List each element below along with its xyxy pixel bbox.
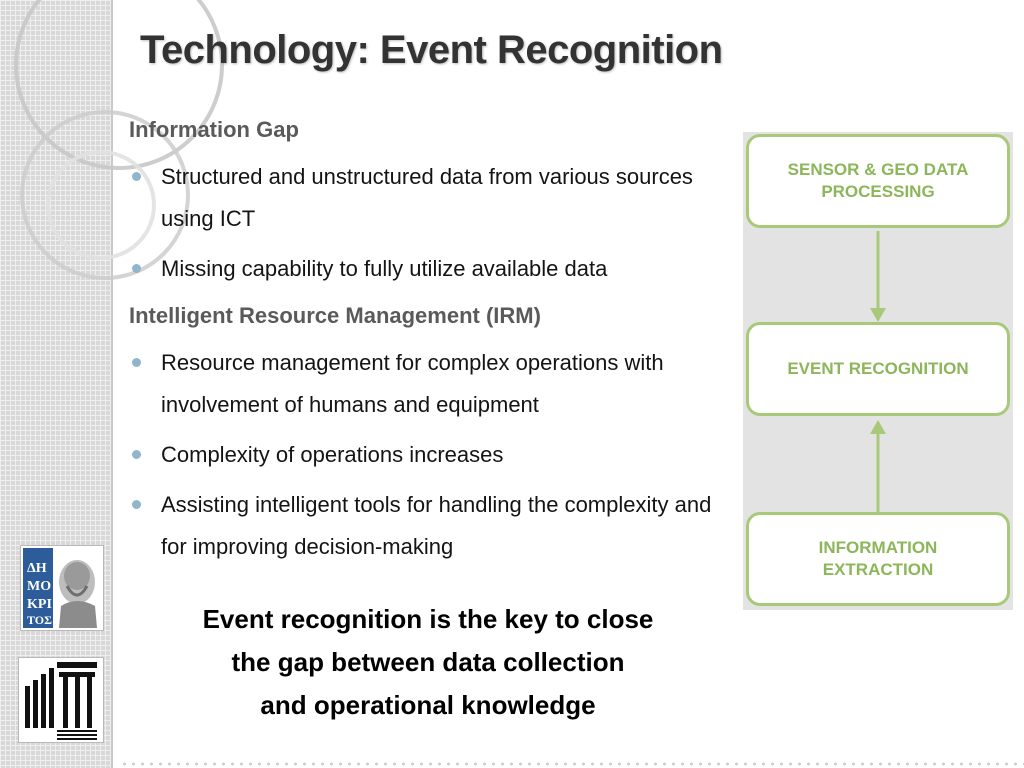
section-heading: Information Gap: [129, 117, 299, 142]
iit-logo: [18, 657, 104, 743]
svg-text:ΜΟ: ΜΟ: [27, 579, 51, 594]
conclusion-line: and operational knowledge: [260, 690, 596, 720]
information-extraction-box: INFORMATION EXTRACTION: [746, 512, 1010, 606]
bullet-item: Complexity of operations increases: [129, 434, 729, 476]
bullet-item: Structured and unstructured data from va…: [129, 156, 729, 240]
bullet-item: Resource management for complex operatio…: [129, 342, 729, 426]
arrow-down-icon: [870, 308, 886, 322]
bullet-dot-icon: [132, 358, 141, 367]
conclusion-statement: Event recognition is the key to close th…: [128, 598, 728, 727]
decorative-ring: [20, 110, 190, 280]
svg-text:ΤΟΣ: ΤΟΣ: [27, 613, 52, 627]
demokritos-logo: ΔΗ ΜΟ ΚΡΙ ΤΟΣ: [20, 545, 104, 631]
bullet-dot-icon: [132, 450, 141, 459]
conclusion-line: the gap between data collection: [231, 647, 625, 677]
bullet-list: Resource management for complex operatio…: [129, 342, 729, 568]
section-heading: Intelligent Resource Management (IRM): [129, 303, 541, 328]
bullet-item: Missing capability to fully utilize avai…: [129, 248, 729, 290]
arrow-up-icon: [870, 420, 886, 434]
svg-text:ΚΡΙ: ΚΡΙ: [27, 597, 52, 612]
sensor-geo-processing-box: SENSOR & GEO DATA PROCESSING: [746, 134, 1010, 228]
slide-content: Information Gap Structured and unstructu…: [129, 114, 729, 578]
bullet-dot-icon: [132, 264, 141, 273]
bottom-dotted-border: [120, 760, 1024, 768]
svg-text:ΔΗ: ΔΗ: [27, 561, 47, 576]
event-recognition-diagram: SENSOR & GEO DATA PROCESSING EVENT RECOG…: [743, 132, 1013, 610]
conclusion-line: Event recognition is the key to close: [202, 604, 654, 634]
slide-title: Technology: Event Recognition: [140, 28, 723, 72]
bullet-item: Assisting intelligent tools for handling…: [129, 484, 729, 568]
decorative-ring: [46, 150, 156, 260]
bullet-dot-icon: [132, 500, 141, 509]
bullet-dot-icon: [132, 172, 141, 181]
bullet-list: Structured and unstructured data from va…: [129, 156, 729, 290]
event-recognition-box: EVENT RECOGNITION: [746, 322, 1010, 416]
